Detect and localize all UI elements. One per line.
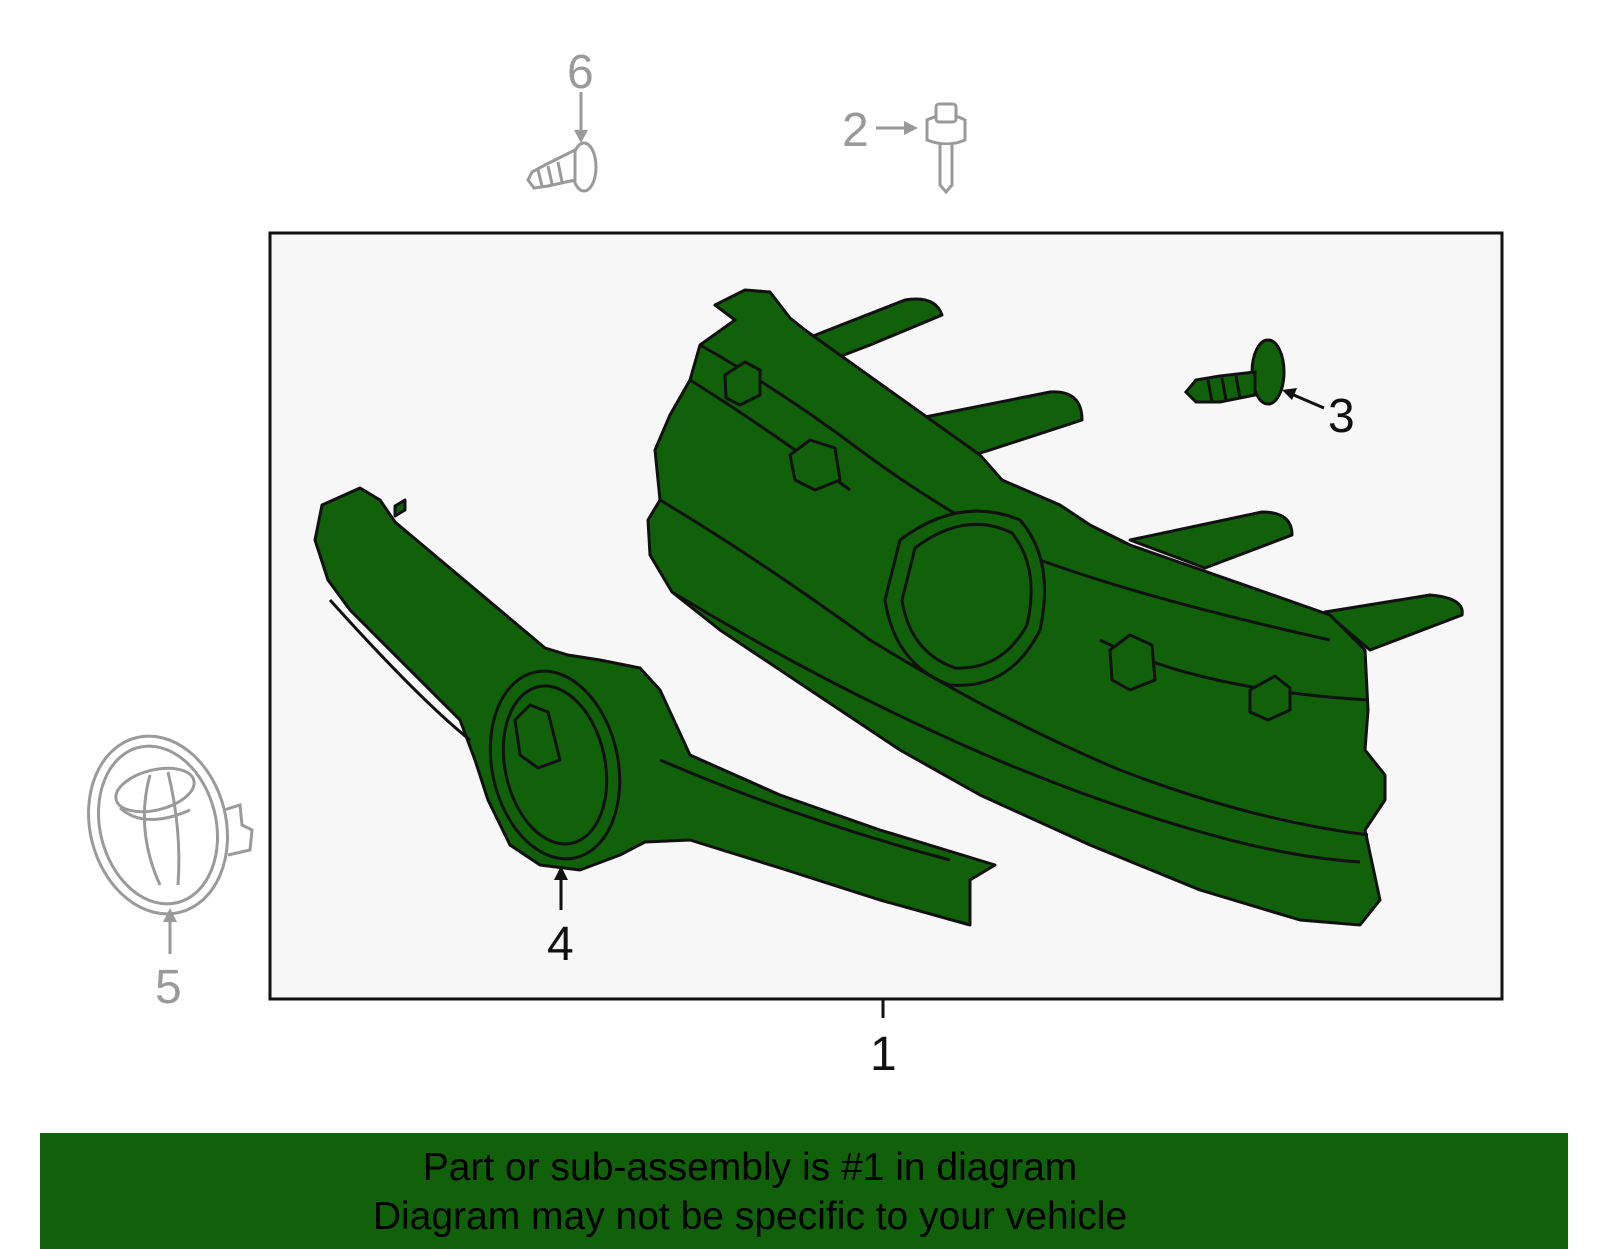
part-5-emblem: [87, 734, 254, 916]
part-4-molding: [313, 486, 997, 927]
notice-line-2: Diagram may not be specific to your vehi…: [372, 1195, 1128, 1238]
callout-5-arrowhead: [163, 908, 177, 922]
callout-4: 4: [547, 918, 574, 971]
notice-banner: Part or sub-assembly is #1 in diagram Di…: [40, 1133, 1568, 1249]
callout-1: 1: [870, 1028, 897, 1081]
part-3-screw: [1183, 338, 1286, 406]
part-1-grille: [646, 288, 1464, 927]
callout-6-arrowhead: [574, 130, 588, 143]
callout-6: 6: [567, 46, 594, 99]
callout-2: 2: [842, 104, 869, 157]
part-2-bolt: [925, 102, 967, 195]
callout-2-arrowhead: [904, 121, 918, 135]
callout-3-arrowhead: [1282, 388, 1297, 400]
callout-3: 3: [1328, 390, 1355, 443]
callout-4-arrowhead: [554, 866, 568, 880]
part-6-screw: [526, 141, 598, 193]
notice-line-1: Part or sub-assembly is #1 in diagram: [422, 1146, 1078, 1189]
callout-3-leader: [1288, 391, 1325, 410]
callout-5: 5: [155, 961, 182, 1014]
